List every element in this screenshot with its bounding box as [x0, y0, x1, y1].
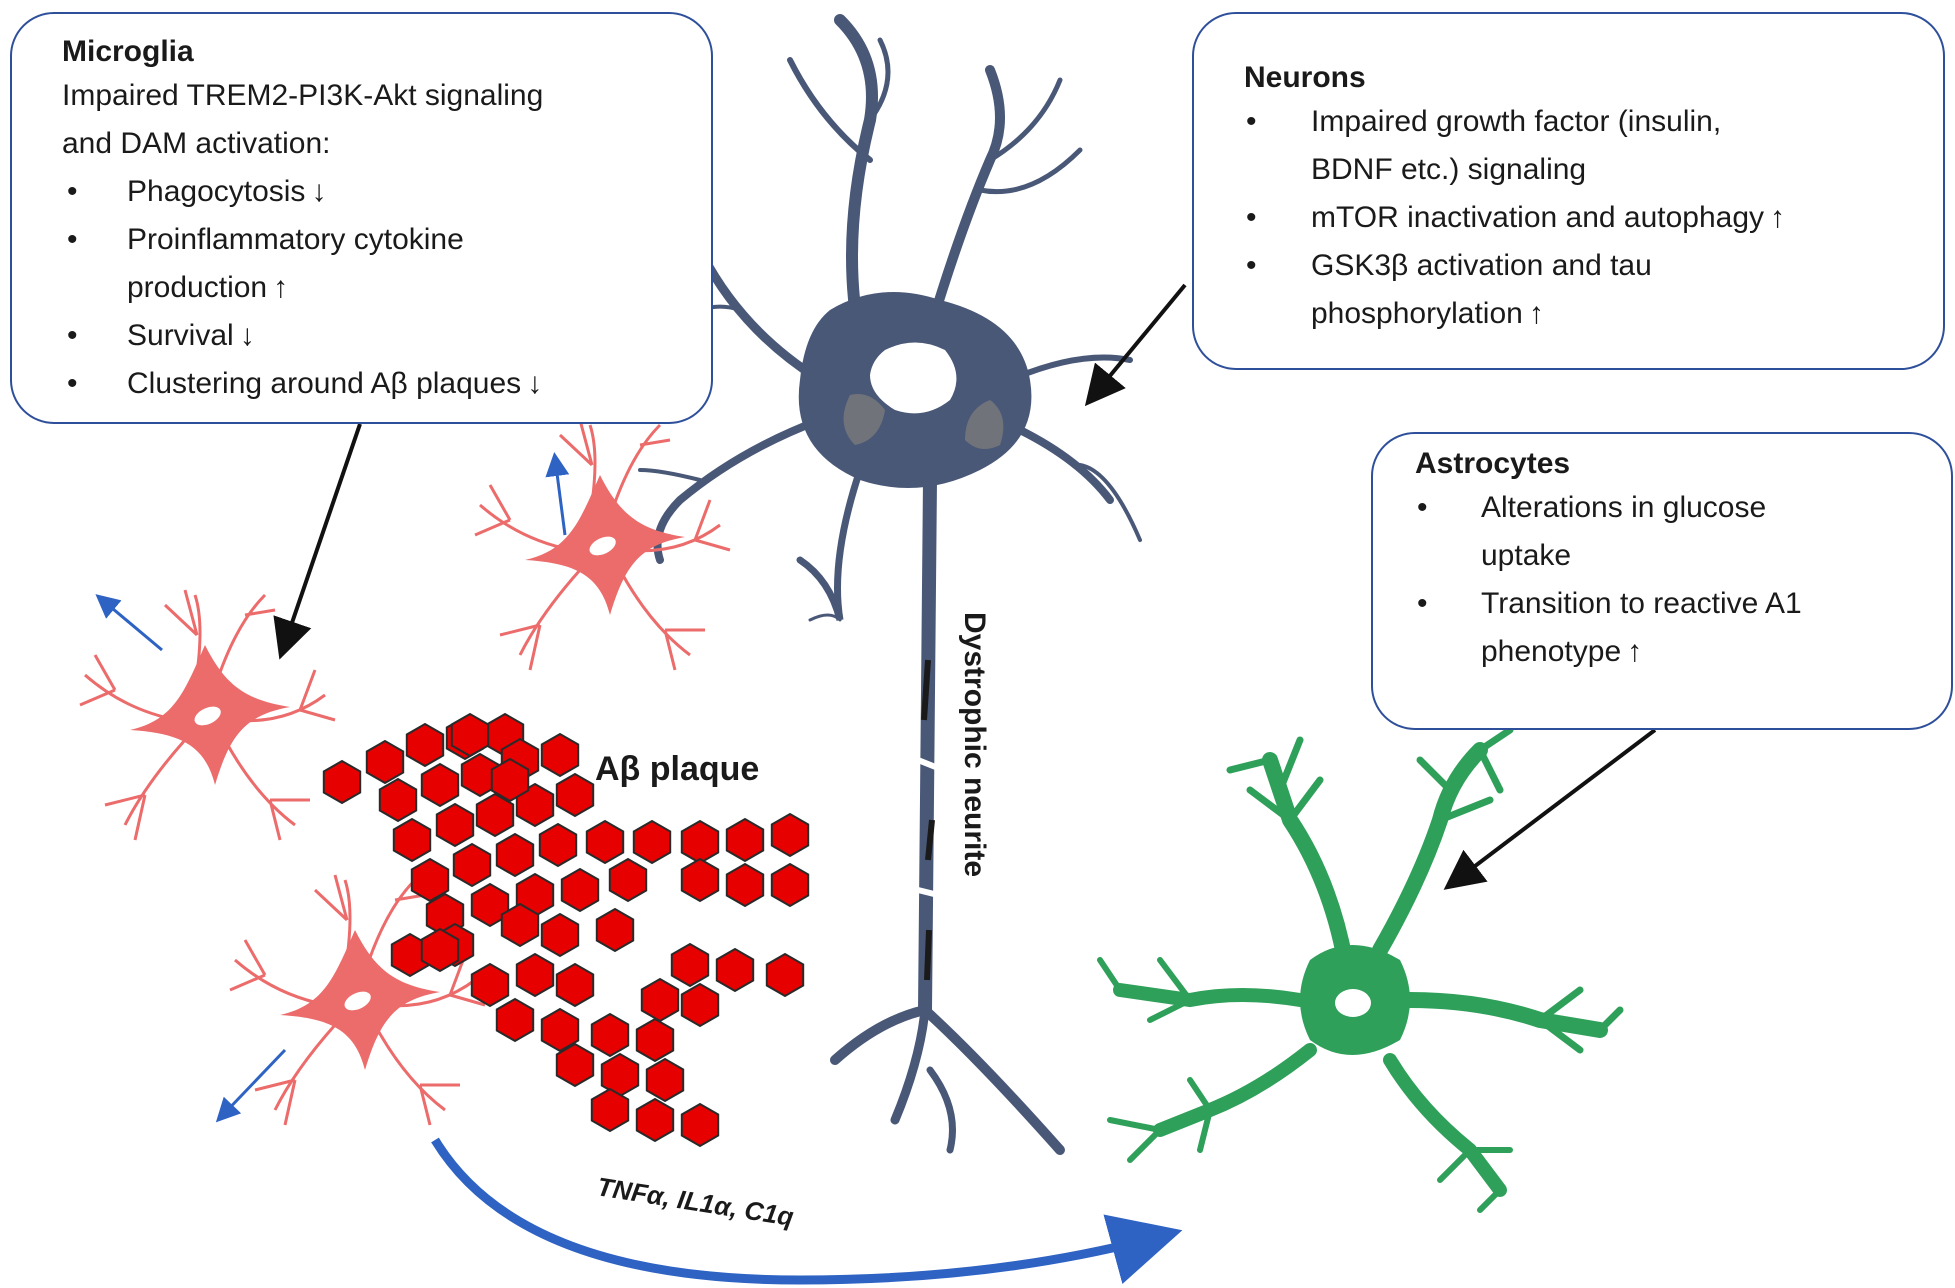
plaque-hexagon: [460, 752, 500, 798]
plaque-hexagon: [595, 907, 635, 953]
plaque-hexagon: [322, 759, 362, 805]
plaque-hexagon: [640, 977, 680, 1023]
microglia-list: •Phagocytosis↓ •Proinflammatory cytokine…: [62, 168, 711, 408]
plaque-hexagon: [590, 1012, 630, 1058]
plaque-hexagon: [515, 952, 555, 998]
plaque-hexagon: [635, 1097, 675, 1143]
microglia-cell: [473, 418, 732, 672]
plaque-hexagon: [420, 927, 460, 973]
list-item: •Impaired growth factor (insulin,BDNF et…: [1194, 98, 1943, 194]
plaque-hexagon: [555, 772, 595, 818]
plaque-hexagon: [680, 982, 720, 1028]
neuron-cell: [638, 14, 1142, 1155]
pointer-arrows: [273, 283, 1657, 890]
cytokine-label: TNFα, IL1α, C1q: [595, 1171, 796, 1232]
plaque-hexagon: [495, 997, 535, 1043]
arrow-down-icon: ↓: [527, 367, 543, 400]
plaque-hexagon: [770, 812, 810, 858]
plaque-hexagon: [680, 857, 720, 903]
neurons-list: •Impaired growth factor (insulin,BDNF et…: [1244, 98, 1943, 338]
plaque-hexagon: [378, 777, 418, 823]
plaque-hexagon: [452, 842, 492, 888]
plaque-hexagon: [585, 819, 625, 865]
bullet: •: [1417, 587, 1428, 620]
plaque-hexagon: [555, 1042, 595, 1088]
bullet: •: [67, 319, 78, 352]
arrow-up-icon: ↑: [1528, 297, 1544, 330]
arrow-down-icon: ↓: [239, 319, 255, 352]
microglia-intro-line: and DAM activation:: [62, 127, 331, 160]
bullet: •: [1417, 491, 1428, 524]
astrocyte-nucleus: [1335, 989, 1371, 1017]
bullet: •: [1246, 201, 1257, 234]
plaque-hexagon: [715, 947, 755, 993]
bullet: •: [67, 175, 78, 208]
microglia-title: Microglia: [62, 35, 194, 68]
microglia-intro-line: Impaired TREM2-PI3K-Akt signaling: [62, 79, 544, 112]
plaque-label: Aβ plaque: [595, 750, 759, 788]
plaque-hexagon: [608, 857, 648, 903]
plaque-hexagon: [680, 819, 720, 865]
astrocyte-cell: [1097, 726, 1624, 1213]
bullet: •: [67, 367, 78, 400]
plaque-hexagon: [420, 762, 460, 808]
plaque-hexagon: [495, 832, 535, 878]
astrocytes-title: Astrocytes: [1415, 447, 1571, 480]
plaque-hexagon: [765, 952, 805, 998]
list-item: •mTOR inactivation and autophagy↑: [1194, 194, 1943, 242]
plaque-hexagon: [538, 822, 578, 868]
arrow-up-icon: ↑: [1770, 201, 1786, 234]
plaque-hexagon: [680, 1102, 720, 1148]
plaque-hexagon: [410, 857, 450, 903]
plaque-hexagon: [490, 757, 530, 803]
bullet: •: [1246, 105, 1257, 138]
neurite-label: Dystrophic neurite: [958, 612, 991, 877]
migration-arrows: [95, 452, 570, 1123]
plaque-hexagon: [770, 862, 810, 908]
neurons-info-box: Neurons •Impaired growth factor (insulin…: [1192, 12, 1945, 370]
arrow-down-icon: ↓: [311, 175, 327, 208]
plaque-hexagon: [560, 867, 600, 913]
plaque-hexagon: [450, 712, 490, 758]
neurons-title: Neurons: [1244, 61, 1366, 94]
plaque-hexagon: [392, 817, 432, 863]
list-item: •Survival↓: [12, 312, 711, 360]
plaque-hexagon: [725, 817, 765, 863]
plaque-hexagon: [670, 942, 710, 988]
bullet: •: [67, 223, 78, 256]
abeta-plaque: [322, 712, 810, 1148]
plaque-hexagon: [475, 792, 515, 838]
plaque-hexagon: [725, 862, 765, 908]
plaque-hexagon: [540, 1007, 580, 1053]
list-item: •Clustering around Aβ plaques↓: [12, 360, 711, 408]
microglia-info-box: Microglia Impaired TREM2-PI3K-Akt signal…: [10, 12, 713, 424]
plaque-hexagon: [635, 1017, 675, 1063]
arrow-up-icon: ↑: [273, 271, 289, 304]
microglia-cell: [78, 588, 337, 842]
plaque-hexagon: [470, 882, 510, 928]
plaque-hexagon: [540, 912, 580, 958]
plaque-hexagon: [590, 1087, 630, 1133]
bullet: •: [1246, 249, 1257, 282]
plaque-hexagon: [645, 1057, 685, 1103]
list-item: •Phagocytosis↓: [12, 168, 711, 216]
plaque-hexagon: [435, 802, 475, 848]
plaque-hexagon: [405, 722, 445, 768]
plaque-hexagon: [365, 739, 405, 785]
plaque-hexagon: [540, 732, 580, 778]
cytokine-signal-arrow: [431, 1137, 1183, 1285]
plaque-hexagon: [500, 902, 540, 948]
arrow-up-icon: ↑: [1627, 635, 1643, 668]
plaque-hexagon: [555, 962, 595, 1008]
plaque-hexagon: [470, 962, 510, 1008]
plaque-hexagon: [632, 819, 672, 865]
